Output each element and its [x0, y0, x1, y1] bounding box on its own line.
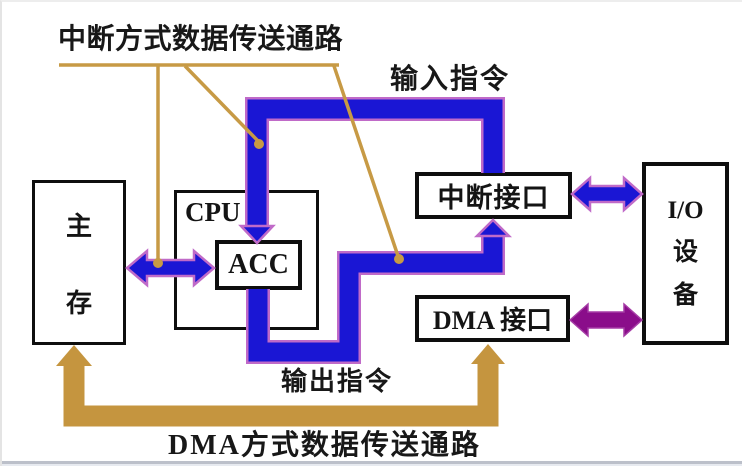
acc-label: ACC [228, 249, 289, 280]
caption-pointer-dot-input-bus [254, 139, 264, 149]
caption-pointer-line-output-bus [332, 65, 400, 257]
dma-interface-arrowhead-icon [471, 344, 505, 364]
caption-pointer-dot-memory-bus [153, 258, 163, 268]
main-memory-label-line2: 存 [65, 288, 92, 318]
bottom-edge-line [2, 461, 742, 464]
main-memory-box: 主 存 [32, 180, 126, 345]
dma-io-double-arrow-icon [568, 302, 644, 338]
bottom-edge-light-line [2, 464, 742, 466]
caption-pointer-line-input-bus [183, 64, 260, 143]
caption-pointer-dot-output-bus [394, 254, 404, 264]
input-instruction-label: 输入指令 [390, 64, 511, 95]
io-device-label-line2: 设 [672, 238, 698, 266]
dma-path-caption: DMA方式数据传送通路 [168, 430, 481, 461]
dma-interface-label: DMA 接口 [432, 306, 553, 335]
io-device-box: I/O 设 备 [642, 162, 729, 345]
cpu-label: CPU [185, 197, 241, 227]
main-memory-label-line1: 主 [65, 211, 92, 241]
dma-interface-box: DMA 接口 [415, 295, 570, 342]
io-device-label-line1: I/O [667, 196, 704, 224]
interrupt-interface-label: 中断接口 [437, 183, 550, 213]
interrupt-interface-arrowhead-icon [473, 218, 513, 238]
interrupt-interface-box: 中断接口 [415, 172, 572, 219]
interrupt-io-double-arrow-icon [570, 175, 644, 213]
output-instruction-label: 输出指令 [281, 367, 394, 396]
acc-box: ACC [215, 240, 302, 290]
io-device-label-line3: 备 [672, 281, 698, 309]
memory-arrowhead-icon [56, 345, 92, 366]
interrupt-path-caption: 中断方式数据传送通路 [58, 24, 344, 55]
